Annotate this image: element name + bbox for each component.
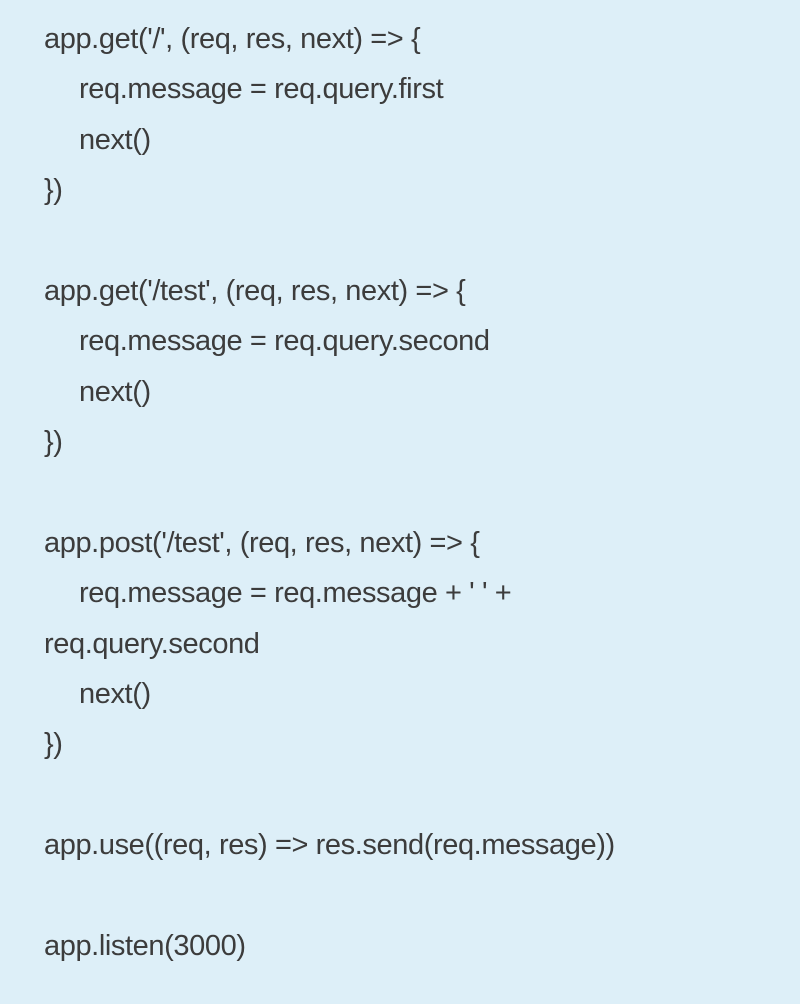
code-line: })	[44, 174, 63, 207]
code-line: app.listen(3000)	[44, 930, 246, 963]
code-line: next()	[79, 375, 151, 408]
code-line: next()	[79, 123, 151, 156]
code-line: app.use((req, res) => res.send(req.messa…	[44, 829, 615, 862]
code-line: })	[44, 426, 63, 459]
code-line: app.get('/', (req, res, next) => {	[44, 23, 421, 55]
code-line: req.message = req.query.second	[79, 325, 490, 358]
code-line-blank	[44, 468, 800, 518]
code-line-blank	[44, 770, 800, 820]
code-line: req.message = req.message + ' ' +	[79, 577, 512, 610]
code-line: })	[44, 728, 63, 761]
code-line: app.post('/test', (req, res, next) => {	[44, 526, 480, 559]
code-line: req.message = req.query.first	[79, 73, 444, 106]
code-line: next()	[79, 678, 151, 711]
code-line-blank	[44, 216, 800, 266]
code-line: req.query.second	[44, 627, 260, 660]
code-line: app.get('/test', (req, res, next) => {	[44, 274, 466, 307]
code-line-blank	[44, 871, 800, 921]
